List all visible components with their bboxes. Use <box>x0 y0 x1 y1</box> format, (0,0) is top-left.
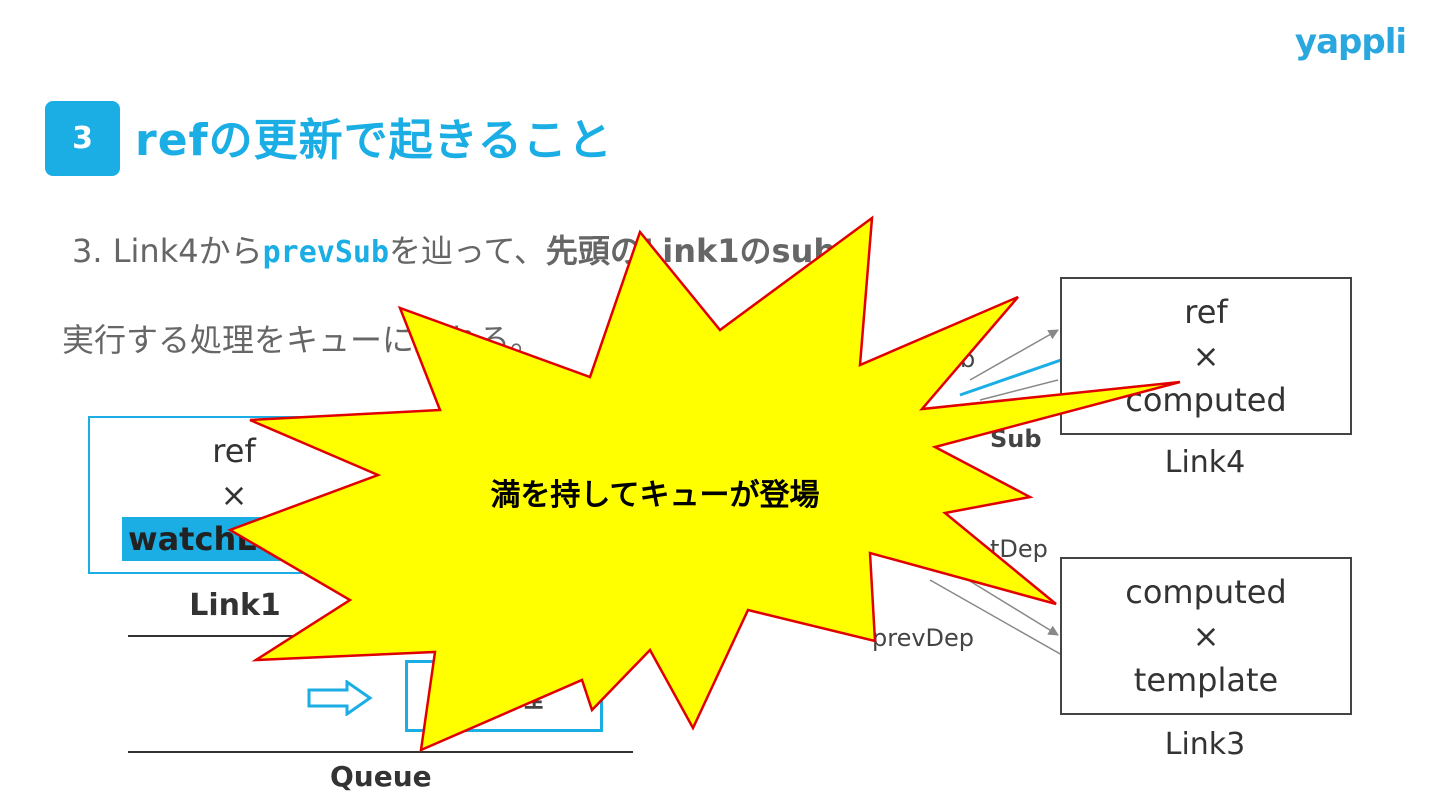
callout-text: 満を持してキューが登場 <box>455 470 855 514</box>
